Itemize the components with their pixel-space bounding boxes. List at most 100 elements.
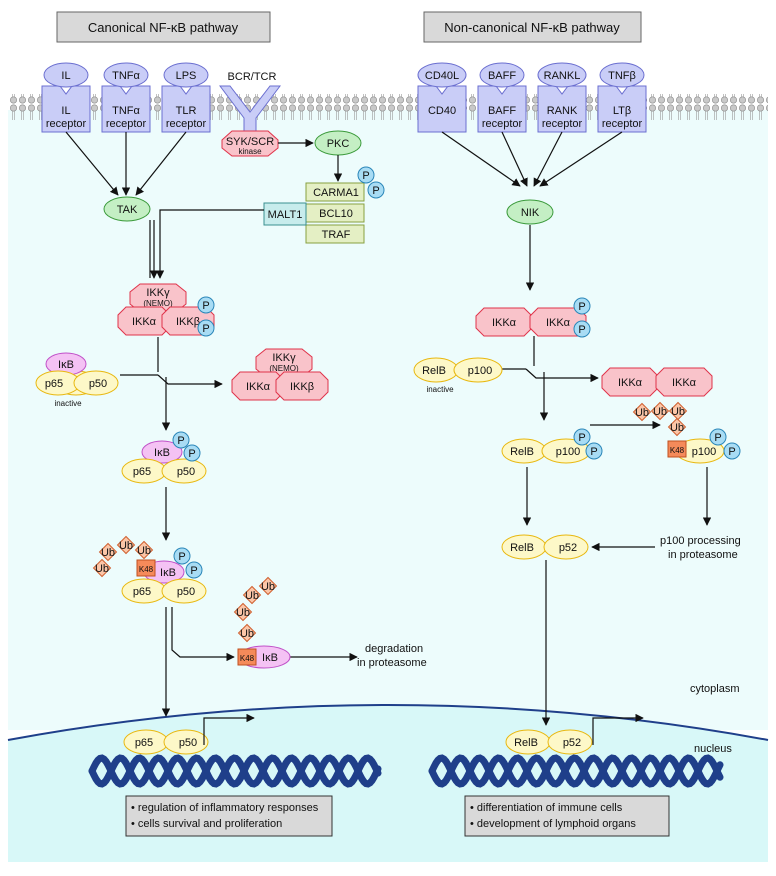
- svg-text:P: P: [188, 448, 195, 460]
- receptor-tnfa-line2: receptor: [106, 118, 147, 130]
- bcl10: BCL10: [305, 203, 365, 223]
- svg-text:P: P: [178, 551, 185, 563]
- noncanonical-outcome-1: • differentiation of immune cells: [470, 802, 623, 814]
- svg-text:IκB: IκB: [262, 652, 278, 664]
- pkc: PKC: [314, 130, 362, 156]
- svg-text:IKKα: IKKα: [672, 377, 697, 389]
- nucleus-label: nucleus: [694, 743, 732, 755]
- svg-text:P: P: [578, 301, 585, 313]
- svg-text:Ub: Ub: [261, 581, 275, 593]
- receptor-tnfa: TNFα TNFα receptor: [101, 62, 151, 133]
- ikb-label-1: IκB: [58, 359, 74, 371]
- ikk-gamma-label: IKKγ: [146, 287, 170, 299]
- svg-text:Ub: Ub: [245, 590, 259, 602]
- processing-line1: p100 processing: [660, 535, 741, 547]
- receptor-tlr-line2: receptor: [166, 118, 207, 130]
- receptor-il: IL IL receptor: [41, 62, 91, 133]
- ikk-complex-released-canonical: IKKγ (NEMO) IKKα IKKβ: [231, 348, 329, 401]
- ikk-alpha-dimer-released: IKKα IKKα: [601, 367, 713, 397]
- relb-p52: RelB p52: [501, 534, 589, 560]
- bcr-tcr-receptor: BCR/TCR: [219, 71, 281, 133]
- receptor-rank: RANKL RANK receptor: [537, 62, 587, 133]
- ikk-complex-canonical: IKKγ (NEMO) IKKα IKKβ P P: [117, 283, 215, 337]
- ikk-beta-label: IKKβ: [176, 316, 200, 328]
- carma1-label: CARMA1: [313, 187, 359, 199]
- receptor-ltb-line1: LTβ: [613, 105, 631, 117]
- svg-text:Ub: Ub: [653, 406, 667, 418]
- dna-helix-left: [88, 754, 382, 788]
- syk-kinase: SYK/SCR kinase: [221, 130, 279, 157]
- svg-text:Ub: Ub: [119, 540, 133, 552]
- cytoplasm-label: cytoplasm: [690, 683, 740, 695]
- receptor-ltb-line2: receptor: [602, 118, 643, 130]
- ligand-rankl-label: RANKL: [544, 70, 581, 82]
- svg-text:p52: p52: [563, 737, 581, 749]
- svg-text:p50: p50: [177, 466, 195, 478]
- ikk-alpha-label: IKKα: [132, 316, 157, 328]
- carma1: CARMA1: [305, 182, 365, 202]
- ligand-lps-label: LPS: [176, 70, 197, 82]
- svg-text:P: P: [372, 185, 379, 197]
- svg-text:p100: p100: [692, 446, 716, 458]
- svg-text:P: P: [714, 432, 721, 444]
- noncanonical-transcription-arrow: [592, 713, 644, 745]
- canonical-outcome-1: • regulation of inflammatory responses: [131, 802, 319, 814]
- carma1-phospho: P P: [357, 166, 385, 199]
- svg-text:p100: p100: [556, 446, 580, 458]
- receptor-il-line1: IL: [61, 105, 70, 117]
- svg-text:RelB: RelB: [510, 542, 534, 554]
- svg-text:p65: p65: [135, 737, 153, 749]
- svg-text:K48: K48: [670, 446, 685, 455]
- inactive-nfkb-canonical: IκB p65 p50 inactive: [35, 352, 119, 408]
- degradation-line2: in proteasome: [357, 657, 427, 669]
- svg-text:P: P: [362, 170, 369, 182]
- receptor-baff: BAFF BAFF receptor: [477, 62, 527, 133]
- receptor-tnfa-line1: TNFα: [112, 105, 140, 117]
- svg-text:K48: K48: [139, 565, 154, 574]
- ligand-tnfa-label: TNFα: [112, 70, 140, 82]
- ligand-cd40l-label: CD40L: [425, 70, 459, 82]
- svg-text:Ub: Ub: [670, 422, 684, 434]
- svg-text:IKKγ: IKKγ: [272, 352, 296, 364]
- receptor-tlr: LPS TLR receptor: [161, 62, 211, 133]
- malt1-label: MALT1: [268, 209, 303, 221]
- noncanonical-outcome-2: • development of lymphoid organs: [470, 818, 636, 830]
- svg-text:p50: p50: [179, 737, 197, 749]
- svg-text:K48: K48: [240, 654, 255, 663]
- svg-text:Ub: Ub: [236, 607, 250, 619]
- traf-label: TRAF: [322, 229, 351, 241]
- receptor-rank-line1: RANK: [547, 105, 578, 117]
- nemo-label: (NEMO): [143, 299, 173, 308]
- nik: NIK: [506, 199, 554, 225]
- inactive-label-2: inactive: [426, 385, 454, 394]
- ikk-alpha-dimer: IKKα IKKα P P: [475, 297, 591, 338]
- svg-text:P: P: [728, 446, 735, 458]
- svg-text:P: P: [202, 300, 209, 312]
- nuclear-envelope: [7, 704, 769, 741]
- receptor-rank-line2: receptor: [542, 118, 583, 130]
- svg-text:P: P: [190, 565, 197, 577]
- svg-text:Ub: Ub: [95, 563, 109, 575]
- canonical-mid-arrows: [120, 337, 358, 717]
- svg-text:Ub: Ub: [137, 545, 151, 557]
- syk-line2: kinase: [238, 147, 262, 156]
- svg-text:Ub: Ub: [671, 406, 685, 418]
- ligand-baff-label: BAFF: [488, 70, 516, 82]
- svg-text:Ub: Ub: [240, 628, 254, 640]
- bcr-tcr-label: BCR/TCR: [228, 71, 277, 83]
- svg-text:RelB: RelB: [514, 737, 538, 749]
- receptor-cd40-line1: CD40: [428, 105, 456, 117]
- receptor-cd40: CD40L CD40: [417, 62, 467, 133]
- dna-helix-right: [428, 754, 724, 788]
- pkc-label: PKC: [327, 138, 350, 150]
- svg-text:IKKα: IKKα: [246, 381, 271, 393]
- phosphorylated-relb-p100: RelB p100 P P: [501, 428, 603, 464]
- canonical-outcomes-box: • regulation of inflammatory responses •…: [125, 795, 333, 837]
- svg-text:P: P: [202, 323, 209, 335]
- ligand-tnfb-label: TNFβ: [608, 70, 636, 82]
- receptor-ltb: TNFβ LTβ receptor: [597, 62, 647, 133]
- degradation-line1: degradation: [365, 643, 423, 655]
- phosphorylated-ikb-nfkb: IκB p65 p50 P P: [121, 431, 207, 484]
- svg-text:IKKβ: IKKβ: [290, 381, 314, 393]
